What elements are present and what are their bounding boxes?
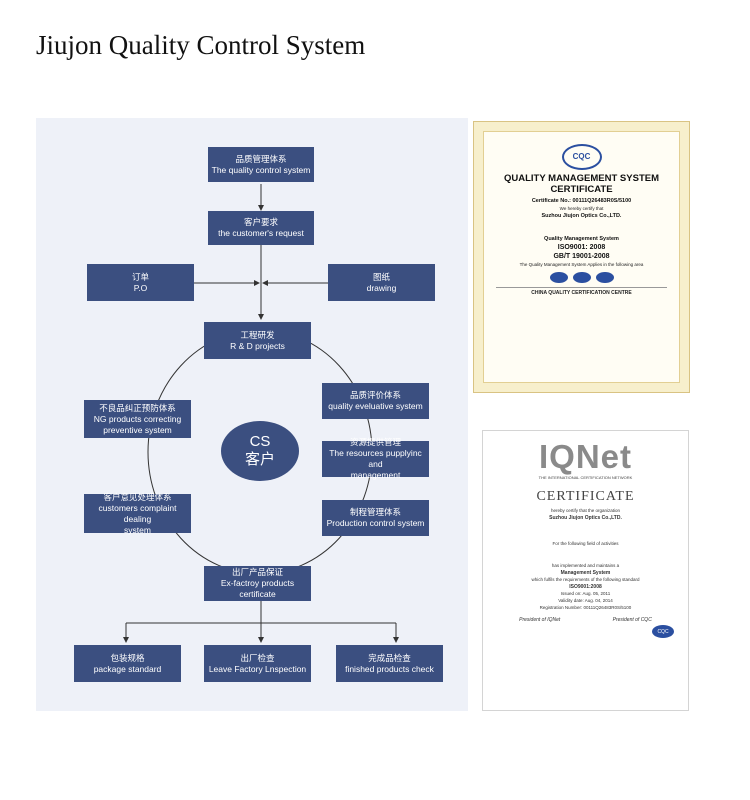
cert2-company: Suzhou Jiujon Optics Co.,LTD.	[549, 515, 622, 521]
iqnet-tagline: THE INTERNATIONAL CERTIFICATION NETWORK	[538, 475, 633, 480]
cert2-certify: hereby certify that the organization	[550, 508, 621, 513]
cert1-badges	[484, 272, 679, 283]
cqc-badge-icon: CQC	[652, 625, 674, 638]
node-drawing: 图纸 drawing	[328, 264, 435, 301]
node-production-control: 制程管理体系 Production control system	[322, 500, 429, 536]
node-rd-projects: 工程研发 R & D projects	[204, 322, 311, 359]
cert2-maintains: has implemented and maintains a	[551, 563, 620, 568]
cert1-spacer	[492, 221, 671, 235]
cert2-standard: ISO9001:2008	[569, 584, 602, 590]
cert1-certify: We hereby certify that	[559, 206, 604, 211]
cert2-validity: Validity date: Aug. 04, 2014	[558, 598, 613, 603]
cert2-registration: Registration Number: 00111Q26483R0S/5100	[539, 605, 632, 610]
node-quality-evaluative: 品质评价体系 quality eveluative system	[322, 383, 429, 419]
cert1-subtitle: CERTIFICATE	[550, 184, 613, 195]
page-title: Jiujon Quality Control System	[36, 30, 366, 60]
cqc-president-signature: President of CQC	[612, 617, 652, 623]
cert2-title: CERTIFICATE	[536, 489, 635, 504]
cqc-logo: CQC	[561, 144, 602, 170]
cert2-signatures: President of IQNet President of CQC	[493, 617, 678, 623]
node-ex-factory: 出厂产品保证 Ex-factroy products certificate	[204, 566, 311, 601]
node-customer-complaint: 客户意见处理体系 customers complaint dealing sys…	[84, 492, 191, 535]
node-resources-supply: 资源提供管理 The resources pupplyinc and manag…	[322, 437, 429, 480]
node-package-standard: 包装规格 package standard	[74, 645, 181, 682]
iqnet-logo: IQNet	[538, 438, 632, 475]
iqnet-president-signature: President of IQNet	[519, 617, 561, 623]
cert2-system: Management System	[560, 570, 611, 576]
center-customer-circle: CS 客户	[221, 421, 299, 481]
cert1-std2: GB/T 19001-2008	[553, 253, 610, 260]
cert1-applies: The Quality Management System Applies in…	[519, 262, 644, 267]
node-quality-control-system: 品质管理体系 The quality control system	[208, 147, 314, 182]
cert2-badge-row: CQC	[497, 625, 674, 638]
cert1-standard-name: Quality Management System	[544, 236, 619, 242]
cert1-company: Suzhou Jiujon Optics Co.,LTD.	[541, 213, 622, 219]
node-po: 订单 P.O	[87, 264, 194, 301]
iaf-badge-icon	[572, 272, 591, 283]
accreditation-badge-icon	[549, 272, 568, 283]
node-ng-products: 不良品纠正预防体系 NG products correcting prevent…	[84, 400, 191, 438]
cert2-issued: Issued on: Aug. 05, 2011	[560, 591, 611, 596]
iqnet-certificate: IQNet THE INTERNATIONAL CERTIFICATION NE…	[482, 430, 689, 711]
cert2-fulfils: which fulfils the requirements of the fo…	[531, 577, 640, 582]
cert2-field: For the following field of activities	[552, 541, 619, 546]
cqc-certificate: CQC QUALITY MANAGEMENT SYSTEM CERTIFICAT…	[473, 121, 690, 393]
cert1-title: QUALITY MANAGEMENT SYSTEM	[504, 173, 659, 184]
cert2-spacer-2	[493, 548, 678, 562]
cert1-centre: CHINA QUALITY CERTIFICATION CENTRE	[496, 287, 667, 296]
node-leave-factory: 出厂检查 Leave Factory Lnspection	[204, 645, 311, 682]
cqc-certificate-body: CQC QUALITY MANAGEMENT SYSTEM CERTIFICAT…	[483, 131, 680, 383]
node-finished-products: 完成品检查 finished products check	[336, 645, 443, 682]
cert2-spacer	[493, 522, 678, 540]
cert1-number: Certificate No.: 00111Q26483R0S/5100	[531, 198, 632, 204]
quality-flowchart: 品质管理体系 The quality control system 客户要求 t…	[36, 118, 468, 711]
node-customer-request: 客户要求 the customer's request	[208, 211, 314, 245]
cert1-std1: ISO9001: 2008	[557, 244, 606, 251]
iqnet-badge-icon	[595, 272, 614, 283]
